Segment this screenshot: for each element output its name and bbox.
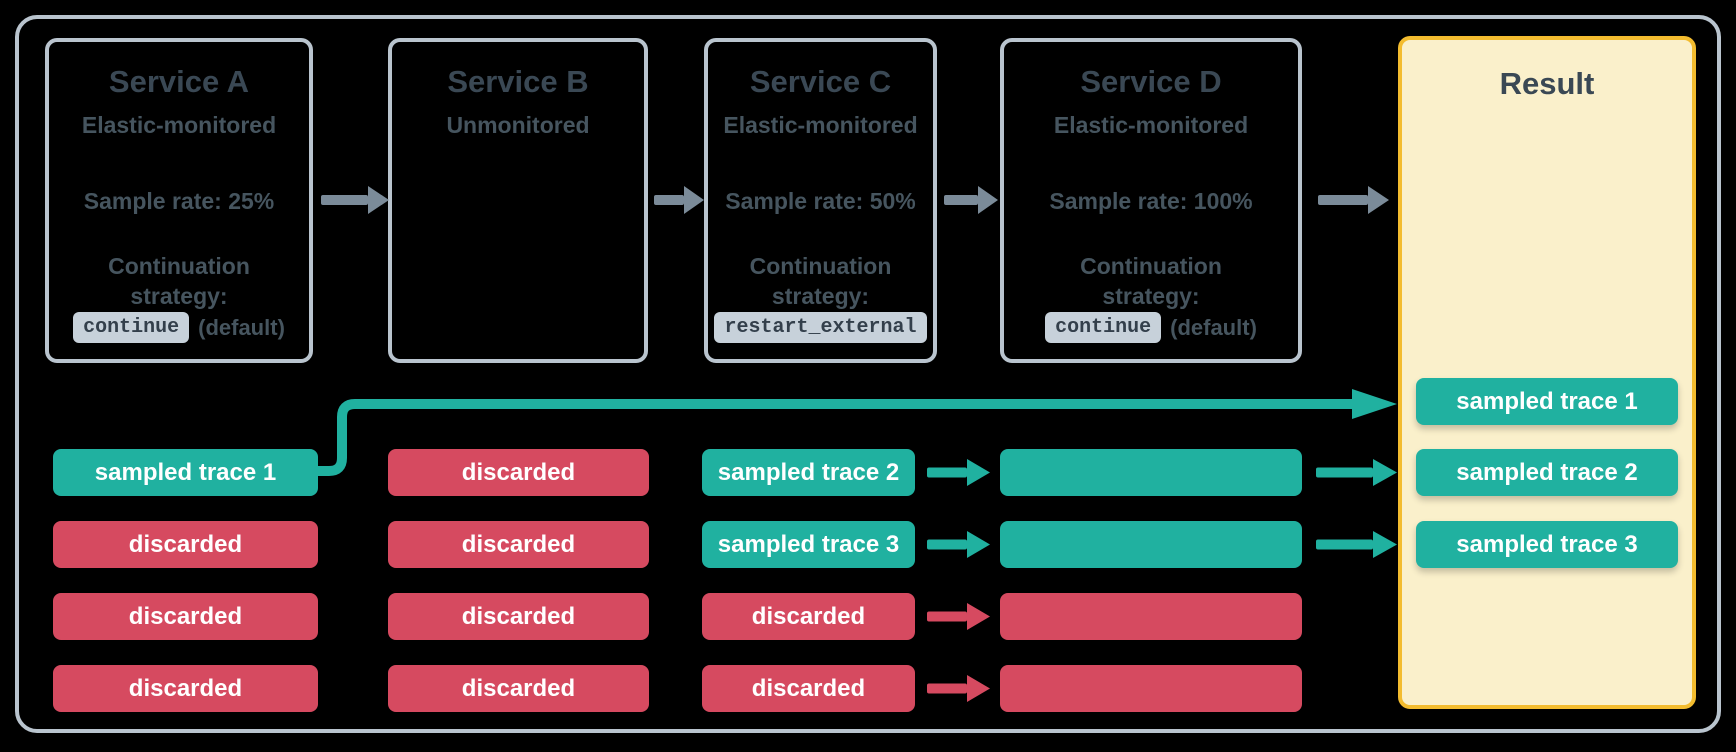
service-a-sample-rate: Sample rate: 25%: [83, 188, 275, 214]
trace-pill-a-3: discarded: [53, 593, 318, 640]
service-b-box: Service B Unmonitored: [388, 38, 648, 363]
result-pill-3: sampled trace 3: [1416, 521, 1678, 568]
service-a-title: Service A: [108, 64, 250, 99]
service-c-continuation-label: Continuation: [749, 253, 892, 279]
trace-pill-d-2: [1000, 521, 1302, 568]
service-c-sample-rate: Sample rate: 50%: [725, 188, 916, 214]
service-d-strategy-code-chip: continue: [1045, 312, 1162, 343]
trace-pill-b-1: discarded: [388, 449, 649, 496]
trace-pill-c-2: sampled trace 3: [702, 521, 915, 568]
service-c-strategy-code-chip: restart_external: [714, 312, 927, 343]
service-a-monitoring: Elastic-monitored: [81, 112, 277, 138]
trace-pill-a-4: discarded: [53, 665, 318, 712]
result-title: Result: [1499, 66, 1595, 101]
trace-pill-c-3: discarded: [702, 593, 915, 640]
service-c-strategy-row: restart_external: [708, 312, 933, 343]
trace-pill-b-2: discarded: [388, 521, 649, 568]
trace-pill-c-4: discarded: [702, 665, 915, 712]
trace-pill-a-1: sampled trace 1: [53, 449, 318, 496]
service-a-continuation-label: Continuation: [108, 253, 250, 279]
service-d-monitoring: Elastic-monitored: [1053, 112, 1249, 138]
service-c-title: Service C: [749, 64, 892, 99]
diagram-outer-frame: [15, 15, 1721, 733]
service-c-box: Service C Elastic-monitored Sample rate:…: [704, 38, 937, 363]
service-a-strategy-suffix: (default): [198, 314, 285, 340]
trace-pill-a-2: discarded: [53, 521, 318, 568]
result-pill-2: sampled trace 2: [1416, 449, 1678, 496]
result-pill-1: sampled trace 1: [1416, 378, 1678, 425]
service-d-title: Service D: [1080, 64, 1222, 99]
service-d-box: Service D Elastic-monitored Sample rate:…: [1000, 38, 1302, 363]
service-d-continuation-label: Continuation: [1080, 253, 1222, 279]
service-b-title: Service B: [447, 64, 589, 99]
service-a-box: Service A Elastic-monitored Sample rate:…: [45, 38, 313, 363]
service-a-strategy-label: strategy:: [130, 283, 228, 309]
result-box: Result: [1398, 36, 1696, 709]
service-d-strategy-label: strategy:: [1102, 283, 1200, 309]
service-d-strategy-suffix: (default): [1170, 314, 1257, 340]
service-c-strategy-label: strategy:: [771, 283, 870, 309]
service-a-strategy-code-chip: continue: [73, 312, 190, 343]
service-a-strategy-row: continue (default): [49, 312, 309, 343]
trace-pill-b-4: discarded: [388, 665, 649, 712]
service-b-monitoring: Unmonitored: [446, 112, 590, 138]
service-c-monitoring: Elastic-monitored: [723, 112, 918, 138]
trace-pill-b-3: discarded: [388, 593, 649, 640]
service-d-strategy-row: continue (default): [1004, 312, 1298, 343]
trace-pill-c-1: sampled trace 2: [702, 449, 915, 496]
trace-pill-d-1: [1000, 449, 1302, 496]
trace-pill-d-3: [1000, 593, 1302, 640]
trace-pill-d-4: [1000, 665, 1302, 712]
service-d-sample-rate: Sample rate: 100%: [1049, 188, 1253, 214]
